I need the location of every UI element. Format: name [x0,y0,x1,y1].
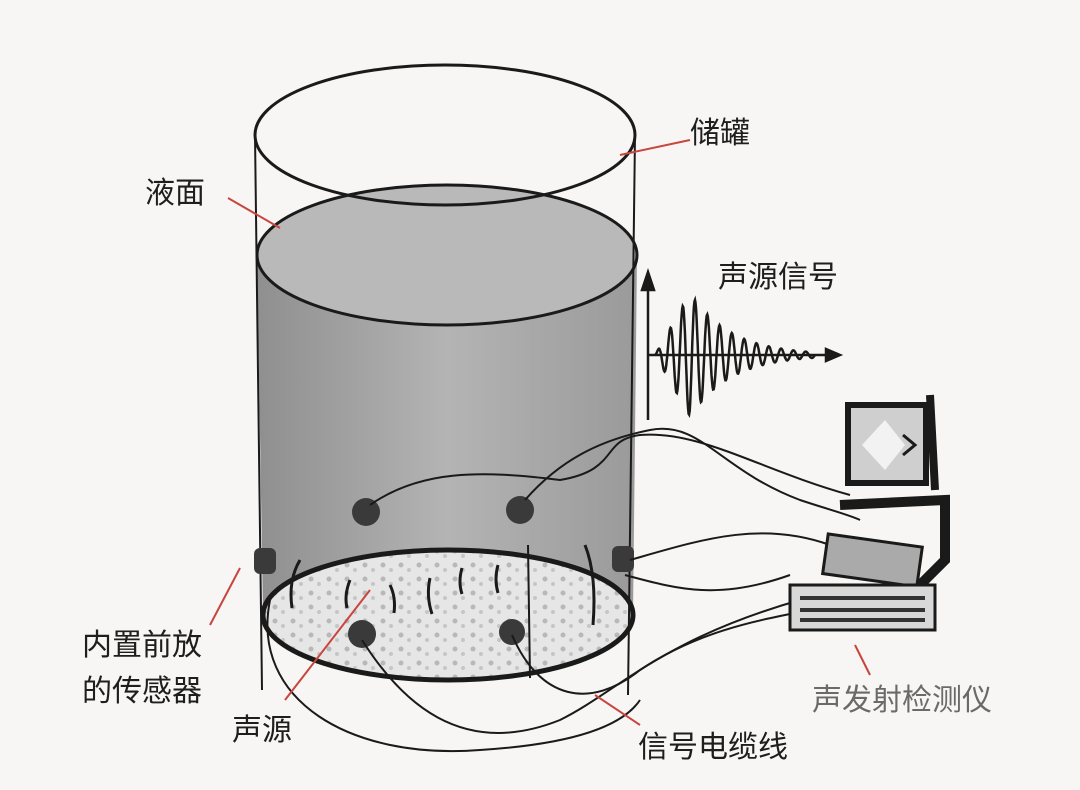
sensor [352,498,380,526]
signal-cables [266,427,861,753]
signal-waveform [654,295,817,418]
sensor [612,546,634,572]
tank-wall-right [627,134,636,696]
sensor [348,620,376,648]
leader-lines [209,139,871,726]
label-signal-cable: 信号电缆线 [638,730,788,765]
tank-bottom [260,547,636,683]
label-sound-source: 声源 [232,713,292,748]
label-sensor-line1: 内置前放 [82,628,202,663]
label-sensor-line2: 的传感器 [82,674,202,709]
ae-instrument-drawing [788,394,950,632]
tank-wall-left [254,134,263,691]
sensor [254,548,276,574]
label-source-signal: 声源信号 [718,260,838,295]
sensor [506,496,534,524]
label-tank: 储罐 [690,116,750,151]
label-liquid-surface: 液面 [145,176,205,211]
signal-plot [640,268,844,420]
sensor [499,619,525,645]
sensors [254,496,634,648]
label-ae-instrument: 声发射检测仪 [812,683,992,718]
